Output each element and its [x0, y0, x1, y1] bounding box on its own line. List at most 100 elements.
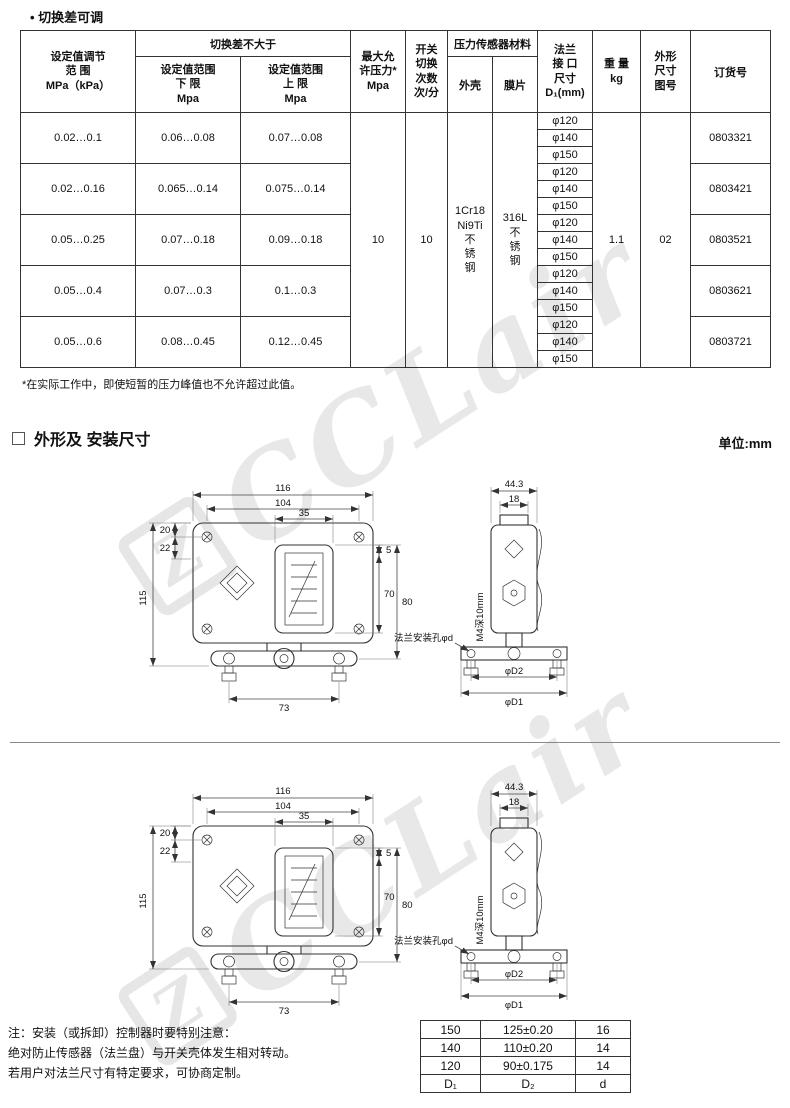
header-flange-size: 法兰 接 口 尺寸 D₁(mm)	[537, 30, 593, 113]
note-line: 若用户对法兰尺寸有特定要求，可协商定制。	[8, 1065, 249, 1080]
header-upper-limit: 设定值范围 上 限 Mpa	[240, 56, 351, 113]
dim-label: 20	[160, 828, 171, 839]
mounting-bracket	[210, 643, 358, 682]
order-no-cell: 0803421	[690, 163, 771, 215]
dim-label: 104	[275, 498, 291, 509]
table-row: 0.05…0.4 0.07…0.3 0.1…0.3 φ120 0803621	[20, 265, 771, 317]
lower-limit-cell: 0.07…0.3	[135, 265, 241, 317]
dim-label: 115	[138, 590, 149, 605]
thread-label: M4深10mm	[475, 895, 486, 944]
figure-no-cell: 02	[640, 112, 691, 368]
switch-frequency-cell: 10	[405, 112, 448, 368]
side-dimensions: 44.3 18 法兰安装孔φd M4深10mm φD2 φD1	[394, 479, 568, 708]
flange-hole-label: 法兰安装孔φd	[394, 632, 453, 644]
dim-label: 35	[299, 508, 310, 519]
d2-value-cell: 90±0.175	[480, 1056, 576, 1075]
note-line: 注：安装（或拆卸）控制器时要特别注意：	[8, 1026, 237, 1040]
table-row: 140 110±0.20 14	[420, 1038, 631, 1057]
dim-label: 104	[275, 801, 291, 812]
section-title: 外形及 安装尺寸	[34, 432, 151, 449]
flange-size-cell: φ150	[537, 350, 593, 368]
table-row: 150 125±0.20 16	[420, 1020, 631, 1039]
d1-value-cell: 120	[420, 1056, 481, 1075]
brand-diamond-icon	[219, 868, 255, 904]
range-cell: 0.05…0.4	[20, 265, 136, 317]
installation-notes: 注：安装（或拆卸）控制器时要特别注意： 绝对防止传感器（法兰盘）与开关壳体发生相…	[8, 1024, 296, 1083]
upper-limit-cell: 0.075…0.14	[240, 163, 351, 215]
front-dimensions: 116 104 35 20 22 115 5	[138, 483, 413, 714]
hex-fitting-icon	[502, 579, 526, 607]
dim-label: φD2	[505, 666, 523, 677]
d2-value-cell: 110±0.20	[480, 1038, 576, 1057]
thread-label: M4深10mm	[475, 592, 486, 641]
upper-limit-cell: 0.07…0.08	[240, 112, 351, 164]
table-row: φ150	[21, 350, 771, 368]
table-row: D₁ D₂ d	[420, 1074, 631, 1093]
side-view	[460, 817, 568, 979]
table-row: φ150	[21, 248, 771, 266]
dim-label: 115	[138, 893, 149, 908]
lower-limit-cell: 0.07…0.18	[135, 214, 241, 266]
d2-value-cell: 125±0.20	[480, 1020, 576, 1039]
scale-window	[274, 544, 334, 634]
flange-size-cell: φ150	[537, 248, 593, 266]
flange-size-cell: φ120	[537, 265, 593, 283]
d1-header-cell: D₁	[420, 1074, 481, 1093]
table-row: 0.02…0.16 0.065…0.14 0.075…0.14 φ120 080…	[20, 163, 771, 215]
order-no-cell: 0803621	[690, 265, 771, 317]
dim-label: 18	[509, 494, 520, 505]
front-view	[192, 522, 374, 682]
section-header: 外形及 安装尺寸	[12, 426, 150, 450]
side-view	[460, 514, 568, 676]
dim-label: φD2	[505, 969, 523, 980]
order-no-cell: 0803521	[690, 214, 771, 266]
lower-limit-cell: 0.08…0.45	[135, 316, 241, 368]
section-marker-icon	[12, 431, 25, 445]
section-divider	[10, 742, 780, 743]
outline-drawing-2: 116 104 35 20 22 115 5	[115, 768, 675, 1018]
d1-value-cell: 150	[420, 1020, 481, 1039]
dim-label: 5	[386, 848, 391, 859]
header-set-range: 设定值调节 范 围 MPa（kPa）	[20, 30, 136, 113]
weight-cell: 1.1	[592, 112, 641, 368]
brand-diamond-icon	[504, 539, 524, 559]
table-row: φ140	[21, 282, 771, 300]
note-line: 绝对防止传感器（法兰盘）与开关壳体发生相对转动。	[8, 1045, 297, 1060]
d-header-cell: d	[575, 1074, 631, 1093]
order-no-cell: 0803721	[690, 316, 771, 368]
upper-limit-cell: 0.09…0.18	[240, 214, 351, 266]
range-cell: 0.02…0.16	[20, 163, 136, 215]
header-order-no: 订货号	[690, 30, 771, 113]
d2-header-cell: D₂	[480, 1074, 576, 1093]
flange-hole-label: 法兰安装孔φd	[394, 935, 453, 947]
hex-fitting-icon	[502, 882, 526, 910]
flange-size-cell: φ140	[537, 129, 593, 147]
dim-label: 44.3	[505, 782, 524, 793]
feature-bullet: • 切换差可调	[30, 10, 104, 25]
front-dimensions: 116 104 35 20 22 115 5	[138, 786, 413, 1017]
dim-label: 35	[299, 811, 310, 822]
flange-size-cell: φ150	[537, 197, 593, 215]
dim-label: 73	[279, 1006, 290, 1017]
dim-label: 18	[509, 797, 520, 808]
flange-size-cell: φ140	[537, 180, 593, 198]
header-weight: 重 量 kg	[592, 30, 641, 113]
d-value-cell: 14	[575, 1056, 631, 1075]
shell-material-cell: 1Cr18 Ni9Ti 不 锈 钢	[447, 112, 493, 368]
max-pressure-cell: 10	[350, 112, 406, 368]
flange-size-cell: φ120	[537, 214, 593, 232]
header-sensor-material: 压力传感器材料	[447, 30, 538, 57]
range-cell: 0.02…0.1	[20, 112, 136, 164]
table-footnote: *在实际工作中，即使短暂的压力峰值也不允许超过此值。	[22, 379, 302, 391]
dim-label: 116	[275, 786, 290, 797]
lower-limit-cell: 0.065…0.14	[135, 163, 241, 215]
dim-label: 80	[402, 597, 413, 608]
header-figure-no: 外形 尺寸 图号	[640, 30, 691, 113]
dim-label: 80	[402, 900, 413, 911]
outline-drawing-svg: 116 104 35 20 22 115 5	[138, 479, 568, 714]
flange-size-cell: φ120	[537, 316, 593, 334]
d-value-cell: 16	[575, 1020, 631, 1039]
corner-screw-icon	[201, 531, 365, 635]
front-view	[192, 825, 374, 985]
dim-label: 116	[275, 483, 290, 494]
